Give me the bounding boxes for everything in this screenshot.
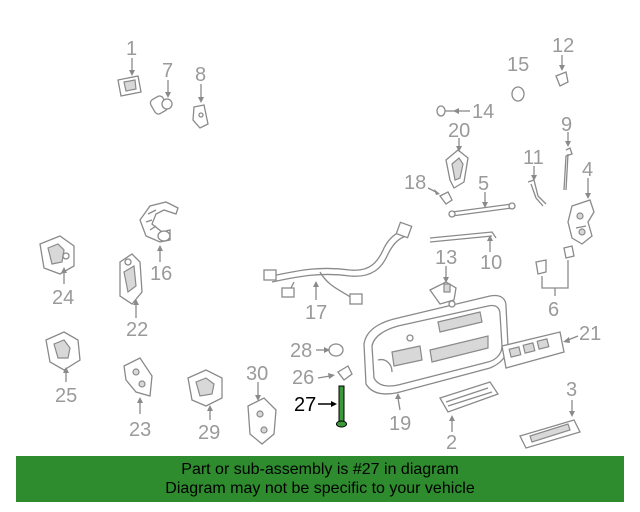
part-5 [448,192,516,218]
part-6 [535,245,575,296]
callout-12: 12 [552,35,574,57]
callout-9: 9 [561,114,572,136]
part-17 [263,221,413,305]
callout-27-highlighted: 27 [294,394,316,416]
callout-26: 26 [292,367,314,389]
banner-line-2: Diagram may not be specific to your vehi… [165,480,475,497]
part-23 [123,357,153,414]
callout-18: 18 [404,172,426,194]
part-26 [317,365,353,381]
callout-13: 13 [435,247,457,269]
callout-1: 1 [126,38,137,60]
part-10 [429,231,497,252]
info-banner: Part or sub-assembly is #27 in diagram D… [16,456,624,502]
callout-11: 11 [523,147,544,169]
part-25 [45,331,81,382]
part-15 [511,86,525,102]
callout-15: 15 [507,54,529,76]
callout-10: 10 [480,252,502,274]
callout-23: 23 [129,419,151,441]
callout-19: 19 [389,413,411,435]
callout-25: 25 [55,385,77,407]
part-16 [139,201,179,262]
part-22 [119,253,143,318]
part-27-highlighted [318,385,347,428]
callout-16: 16 [150,263,172,285]
callout-28: 28 [290,340,312,362]
part-28 [316,343,344,357]
callout-22: 22 [126,319,148,341]
callout-30: 30 [246,363,268,385]
part-24 [39,235,75,284]
callout-2: 2 [446,432,457,454]
callout-7: 7 [162,60,173,82]
part-13 [429,266,457,305]
part-3 [519,400,581,449]
callout-5: 5 [478,173,489,195]
part-9 [563,132,573,191]
part-1 [117,58,142,97]
callout-21: 21 [579,323,601,345]
part-14 [436,105,470,117]
callout-24: 24 [52,287,74,309]
part-29 [187,369,223,420]
callout-17: 17 [305,302,327,324]
part-12 [555,55,569,87]
callout-14: 14 [472,101,494,123]
callout-20: 20 [448,120,470,142]
part-2 [439,381,500,432]
callout-8: 8 [195,64,206,86]
callout-4: 4 [582,159,593,181]
part-20 [445,138,469,189]
callout-29: 29 [198,422,220,444]
part-11 [527,166,547,207]
part-19 [363,294,509,411]
part-7 [149,80,173,115]
banner-line-1: Part or sub-assembly is #27 in diagram [181,461,459,478]
part-18 [427,187,453,205]
callout-6: 6 [548,299,559,321]
part-30 [247,382,277,445]
callout-3: 3 [566,379,577,401]
part-8 [192,84,209,129]
part-21 [501,331,579,369]
part-4 [567,178,595,245]
